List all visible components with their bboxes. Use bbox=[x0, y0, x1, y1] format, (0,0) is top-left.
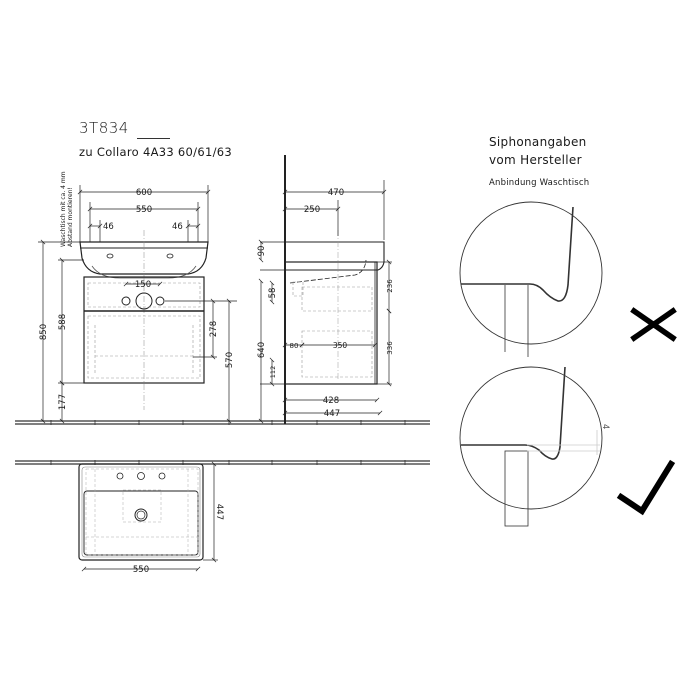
siphon-subtitle: Anbindung Waschtisch bbox=[489, 178, 590, 188]
dim-550: 550 bbox=[136, 205, 152, 215]
plan-view: 447 550 bbox=[78, 461, 224, 575]
dim-278: 278 bbox=[209, 321, 219, 337]
detail-wrong bbox=[459, 201, 603, 357]
dim-447: 447 bbox=[324, 409, 340, 419]
dim-470: 470 bbox=[328, 188, 344, 198]
dim-150: 150 bbox=[135, 280, 151, 290]
floor-line bbox=[15, 420, 430, 465]
dim-plan-550: 550 bbox=[133, 565, 149, 575]
dim-570: 570 bbox=[225, 352, 235, 368]
cross-icon bbox=[630, 307, 677, 342]
dim-428: 428 bbox=[323, 396, 339, 406]
siphon-title-line1: Siphonangaben bbox=[489, 135, 587, 149]
dim-588: 588 bbox=[58, 314, 68, 330]
dim-80: 80 bbox=[290, 342, 299, 350]
compatibility-text: zu Collaro 4A33 60/61/63 bbox=[79, 145, 232, 159]
product-code: 3T834 bbox=[79, 119, 129, 137]
dim-46-left: 46 bbox=[103, 222, 114, 232]
dim-336: 336 bbox=[386, 341, 394, 355]
dim-gap-4: 4 bbox=[600, 424, 610, 429]
dim-112: 112 bbox=[269, 366, 277, 378]
check-icon bbox=[616, 459, 676, 516]
dim-58: 58 bbox=[268, 288, 278, 299]
dim-850: 850 bbox=[39, 324, 49, 340]
dim-46-right: 46 bbox=[172, 222, 183, 232]
dim-350: 350 bbox=[333, 341, 348, 350]
dim-640: 640 bbox=[257, 342, 267, 358]
dim-250: 250 bbox=[304, 205, 320, 215]
detail-right: 4 bbox=[459, 366, 610, 527]
siphon-title-line2: vom Hersteller bbox=[489, 153, 582, 167]
dim-plan-447: 447 bbox=[214, 504, 224, 520]
dim-90: 90 bbox=[257, 246, 267, 257]
dim-177: 177 bbox=[58, 394, 68, 410]
code-underline bbox=[137, 138, 170, 139]
side-view: 470 250 90 58 236 336 80 350 640 112 428… bbox=[257, 155, 394, 424]
dim-600: 600 bbox=[136, 188, 152, 198]
front-view: 600 550 46 46 150 850 588 177 278 570 bbox=[38, 185, 237, 424]
dim-236: 236 bbox=[386, 279, 394, 293]
product-code-text: 3T834 bbox=[79, 119, 129, 137]
